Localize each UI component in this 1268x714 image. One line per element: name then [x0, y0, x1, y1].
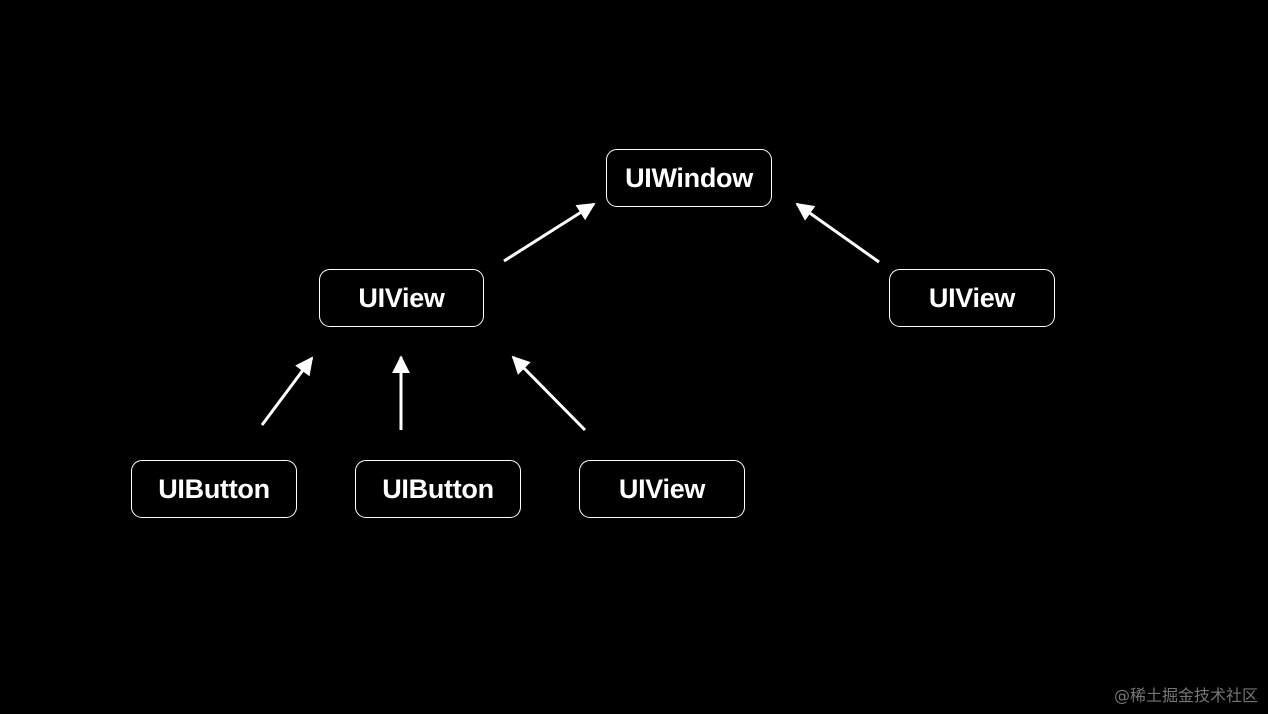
edge-uiview-right-to-uiwindow	[795, 202, 880, 264]
node-uibutton-1: UIButton	[131, 460, 297, 518]
edge-uiview-bottom-to-uiview-left	[511, 355, 587, 432]
node-uiview-left: UIView	[319, 269, 484, 327]
node-uiwindow-label: UIWindow	[625, 162, 753, 193]
node-uiview-right: UIView	[889, 269, 1055, 327]
node-uiview-left-label: UIView	[358, 282, 445, 313]
node-uibutton-2: UIButton	[355, 460, 521, 518]
node-uiview-right-label: UIView	[928, 282, 1016, 313]
node-uiwindow: UIWindow	[606, 149, 772, 207]
node-uiview-bottom-label: UIView	[618, 473, 706, 504]
node-uibutton-2-label: UIButton	[382, 473, 494, 504]
edge-uibutton-1-to-uiview-left	[260, 356, 314, 426]
edge-uiview-left-to-uiwindow	[503, 202, 596, 263]
node-uibutton-1-label: UIButton	[158, 473, 270, 504]
node-uiview-bottom: UIView	[579, 460, 745, 518]
watermark: @稀土掘金技术社区	[1113, 686, 1258, 705]
